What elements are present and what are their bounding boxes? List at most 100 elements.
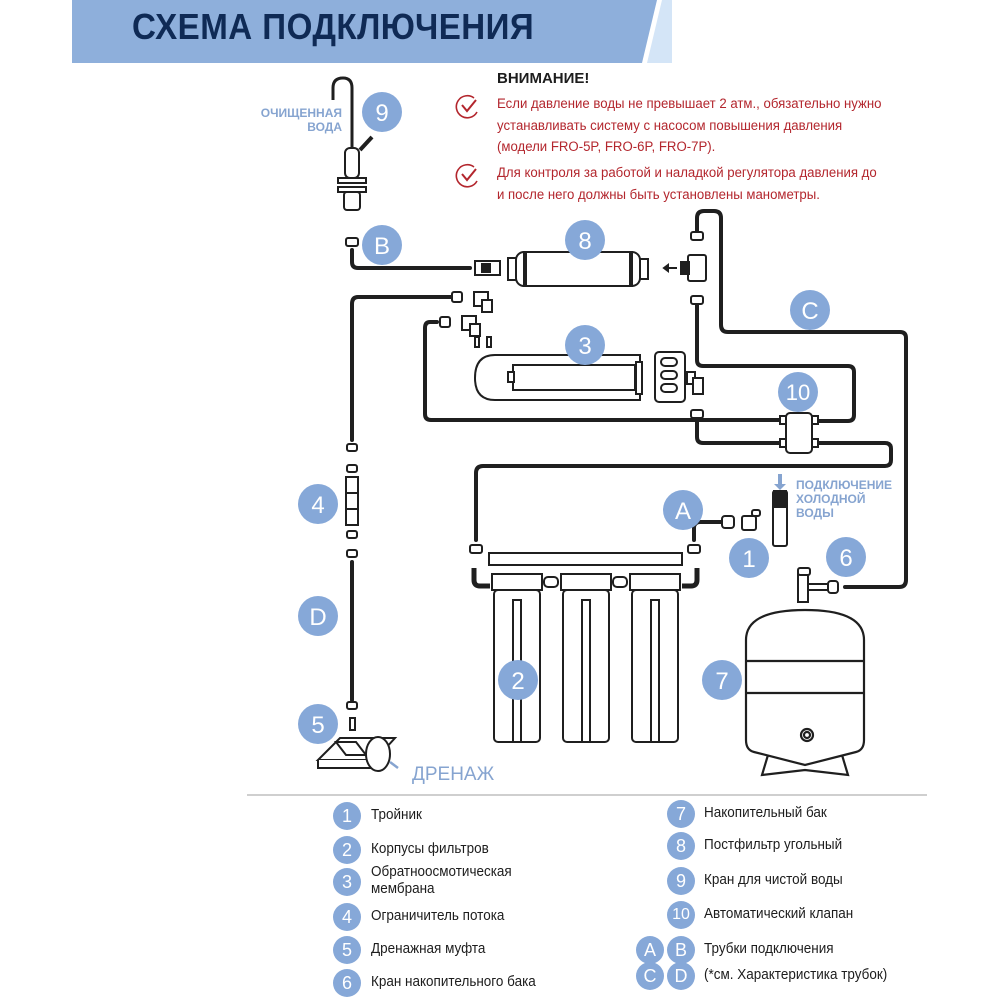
legend-label: Тройник: [371, 807, 422, 823]
tube-b: [350, 248, 472, 270]
legend-badge: 3: [333, 868, 361, 896]
legend-item: 3 Обратноосмотическая мембрана: [333, 864, 633, 898]
legend-badge: 8: [667, 832, 695, 860]
storage-tank: [744, 608, 866, 777]
legend-item: 1 Тройник: [333, 802, 633, 832]
warning-text: Если давление воды не превышает 2 атм., …: [497, 96, 882, 155]
legend-badge: 6: [333, 969, 361, 997]
badge-a: A: [663, 490, 703, 530]
badge-8: 8: [565, 220, 605, 260]
svg-text:D: D: [309, 604, 326, 631]
svg-text:A: A: [675, 498, 691, 525]
purified-water-label: ОЧИЩЕННАЯ ВОДА: [260, 106, 342, 134]
tee-valve: [721, 474, 788, 547]
tube-d-upper: [350, 295, 455, 442]
divider: [247, 794, 927, 796]
badge-c: C: [790, 290, 830, 330]
connection-diagram: 9 B 8 C 3 10 4 A 1 6 D 2 7 5: [298, 76, 908, 777]
svg-text:7: 7: [715, 668, 728, 695]
svg-text:3: 3: [578, 333, 591, 360]
tube-a: [692, 520, 724, 542]
svg-text:10: 10: [786, 380, 810, 405]
drain-clamp: [315, 701, 399, 772]
svg-text:9: 9: [375, 100, 388, 127]
legend-badge: 2: [333, 836, 361, 864]
svg-text:C: C: [801, 298, 818, 325]
legend-item: 8 Постфильтр угольный: [636, 832, 956, 862]
legend-label: Автоматический клапан: [704, 906, 854, 922]
pipes: [350, 209, 908, 702]
pipe-tee-autovalve: [695, 298, 856, 423]
legend-badge: 10: [667, 901, 695, 929]
legend-badge: 5: [333, 936, 361, 964]
svg-text:6: 6: [839, 545, 852, 572]
badge-4: 4: [298, 484, 338, 524]
page-title: СХЕМА ПОДКЛЮЧЕНИЯ: [132, 6, 535, 47]
membrane-housing: [473, 351, 704, 419]
legend-badge: A: [636, 936, 664, 964]
legend-badge: C: [636, 962, 664, 990]
badge-2: 2: [498, 660, 538, 700]
flow-restrictor: [345, 443, 359, 558]
auto-valve: [779, 412, 819, 454]
badge-d: D: [298, 596, 338, 636]
legend-label: Трубки подключения: [704, 941, 834, 957]
badge-1: 1: [729, 538, 769, 578]
legend-label: Кран накопительного бака: [371, 974, 536, 990]
postfilter: [474, 231, 707, 305]
legend-label: Ограничитель потока: [371, 908, 505, 924]
badge-b: B: [362, 225, 402, 265]
badge-3: 3: [565, 325, 605, 365]
badge-10: 10: [778, 372, 818, 412]
banner-shape: [72, 0, 672, 63]
svg-text:1: 1: [742, 546, 755, 573]
legend-label: Обратноосмотическая мембрана: [371, 864, 512, 897]
legend-badge: 1: [333, 802, 361, 830]
svg-text:5: 5: [311, 712, 324, 739]
warning-heading: ВНИМАНИЕ!: [497, 70, 590, 87]
legend-label: Накопительный бак: [704, 805, 827, 821]
filter-housings: [469, 544, 701, 743]
legend-item: 7 Накопительный бак: [636, 800, 956, 830]
badges: 9 B 8 C 3 10 4 A 1 6 D 2 7 5: [298, 92, 866, 744]
tube-c: [695, 209, 908, 589]
pipe-autovalve-filters: [474, 441, 893, 542]
legend-badge: 9: [667, 867, 695, 895]
check-icon: [455, 94, 478, 119]
legend-item: 5 Дренажная муфта: [333, 936, 633, 966]
legend-badge: B: [667, 936, 695, 964]
header-banner: СХЕМА ПОДКЛЮЧЕНИЯ: [72, 0, 672, 63]
badge-6: 6: [826, 537, 866, 577]
faucet: [331, 76, 374, 247]
legend-badge: 4: [333, 903, 361, 931]
tank-valve: [797, 567, 839, 603]
svg-text:4: 4: [311, 492, 324, 519]
badge-5: 5: [298, 704, 338, 744]
legend-label: Кран для чистой воды: [704, 872, 843, 888]
svg-text:8: 8: [578, 228, 591, 255]
pipe-membrane-autovalve: [695, 416, 782, 445]
legend-item: 2 Корпусы фильтров: [333, 836, 633, 866]
legend-item: 4 Ограничитель потока: [333, 903, 633, 933]
membrane-fittings: [439, 291, 493, 348]
legend-label: Корпусы фильтров: [371, 841, 489, 857]
legend-label: Постфильтр угольный: [704, 837, 843, 853]
legend-item: 10 Автоматический клапан: [636, 901, 956, 931]
badge-7: 7: [702, 660, 742, 700]
cold-water-label: ПОДКЛЮЧЕНИЕ ХОЛОДНОЙ ВОДЫ: [796, 478, 893, 520]
drain-label: ДРЕНАЖ: [412, 764, 495, 785]
check-icon: [455, 163, 478, 188]
pipe-concentrate: [423, 320, 782, 422]
legend-item: 9 Кран для чистой воды: [636, 867, 956, 897]
badge-9: 9: [362, 92, 402, 132]
legend-label: (*см. Характеристика трубок): [704, 967, 888, 983]
legend-badge: D: [667, 962, 695, 990]
svg-text:B: B: [374, 233, 390, 260]
legend-label: Дренажная муфта: [371, 941, 486, 957]
warning-text: Для контроля за работой и наладкой регул…: [497, 165, 877, 203]
svg-text:2: 2: [511, 668, 524, 695]
legend-item: 6 Кран накопительного бака: [333, 969, 633, 999]
legend-badge: 7: [667, 800, 695, 828]
